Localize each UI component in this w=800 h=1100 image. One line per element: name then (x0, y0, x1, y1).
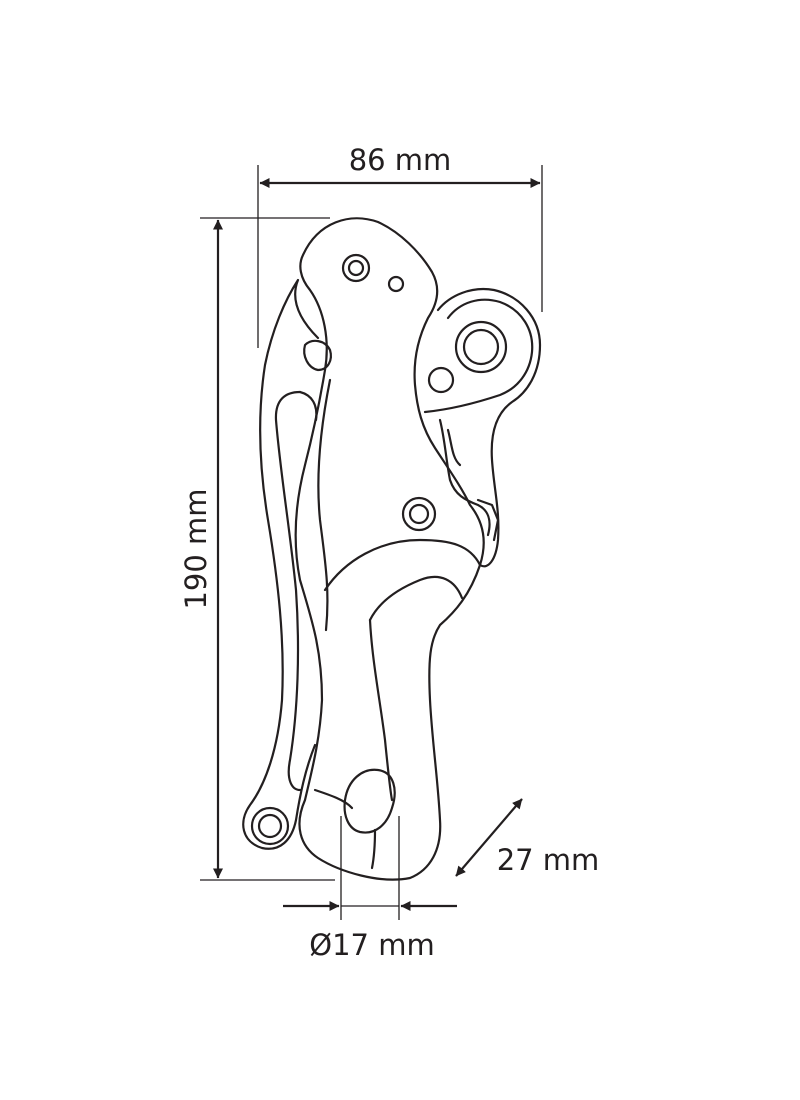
handle-end-hole-inner (257, 813, 283, 839)
cam-edge (317, 378, 332, 632)
cam-inner-curve-3 (368, 618, 394, 802)
body-outline (294, 217, 485, 881)
height-dimension: 190 mm (179, 217, 335, 881)
side-plate-slot (476, 498, 500, 542)
small-hole (387, 275, 405, 293)
side-plate-small-hole (427, 366, 455, 394)
depth-dimension-line (455, 798, 523, 877)
top-pivot-inner (347, 259, 365, 277)
side-plate-outline (436, 288, 542, 568)
mid-pivot-outer (401, 496, 437, 532)
side-plate-hole-outer (454, 320, 508, 374)
rope-diameter-label: Ø17 mm (309, 928, 434, 962)
handle-inner-2 (298, 390, 318, 422)
handle-notch (303, 339, 332, 372)
width-dimension: 86 mm (257, 143, 543, 348)
depth-dimension: 27 mm (455, 798, 600, 877)
rope-channel-line (313, 788, 354, 810)
side-plate-lower-2 (446, 428, 462, 467)
rope-diameter-dimension: Ø17 mm (283, 816, 457, 962)
side-plate-inner (423, 298, 534, 414)
handle-end-hole-outer (250, 806, 290, 846)
rope-slot (343, 768, 396, 834)
height-label: 190 mm (179, 488, 213, 609)
cam-inner-curve-2 (368, 575, 464, 622)
width-label: 86 mm (349, 143, 452, 177)
mid-pivot-inner (408, 503, 430, 525)
handle-inner (274, 390, 302, 792)
top-pivot-outer (341, 253, 371, 283)
cam-inner-curve (323, 538, 482, 592)
depth-label: 27 mm (497, 843, 600, 877)
device-outline (242, 217, 542, 881)
rope-channel-line-2 (370, 828, 377, 870)
side-plate-hole-inner (462, 328, 500, 366)
handle-outline (242, 278, 320, 850)
side-plate-lower (438, 418, 491, 537)
